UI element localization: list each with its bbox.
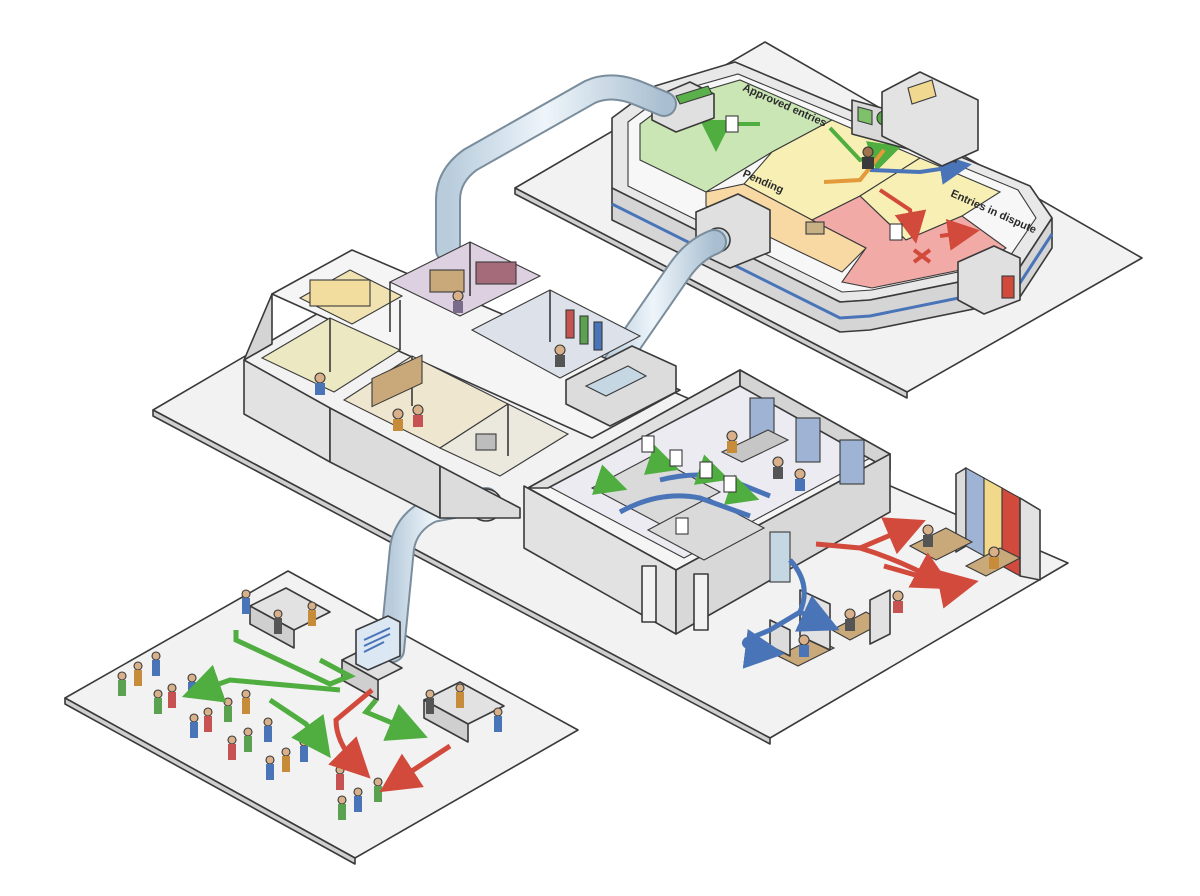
- person-icon: [151, 651, 161, 661]
- document-icon: [675, 517, 689, 535]
- room-grey: [438, 403, 570, 477]
- person-icon: [726, 430, 738, 442]
- person-icon: [335, 765, 345, 775]
- person-icon: [223, 697, 233, 707]
- flow-arrow-queue-red: [328, 688, 374, 779]
- document-icon: [889, 223, 903, 241]
- document-icon: [699, 461, 713, 479]
- person-icon: [153, 689, 163, 699]
- person-icon: [273, 609, 283, 619]
- document-icon: [723, 475, 737, 493]
- document-icon: [669, 449, 683, 467]
- person-icon: [988, 546, 1000, 558]
- flow-arrow-pending: [823, 148, 886, 184]
- room-blue: [470, 289, 642, 379]
- door-icon: [1001, 275, 1015, 299]
- person-icon: [189, 713, 199, 723]
- person-icon: [337, 795, 347, 805]
- person-icon: [241, 589, 251, 599]
- person-icon: [167, 683, 177, 693]
- person-icon: [922, 524, 934, 536]
- flow-arrow-approve: [700, 120, 760, 152]
- flow-arrow-escalate: [869, 153, 972, 185]
- person-icon: [117, 671, 127, 681]
- person-icon: [227, 735, 237, 745]
- person-icon: [203, 707, 213, 717]
- person-icon: [452, 290, 464, 302]
- flow-arrow-queue-green: [233, 630, 356, 687]
- room-purple: [388, 241, 542, 317]
- person-icon: [794, 468, 806, 480]
- processing-area: [742, 467, 1041, 669]
- flow-arrow-dispute: [878, 188, 927, 244]
- office-block: [243, 241, 681, 519]
- person-icon: [892, 590, 904, 602]
- person-icon: [187, 673, 197, 683]
- person-icon: [243, 727, 253, 737]
- person-icon: [798, 634, 810, 646]
- person-icon: [425, 689, 435, 699]
- person-icon: [307, 601, 317, 611]
- person-icon: [455, 683, 465, 693]
- person-icon: [241, 689, 251, 699]
- person-icon: [392, 408, 404, 420]
- person-icon: [133, 661, 143, 671]
- flow-arrow-blue-branch: [742, 558, 807, 669]
- document-icon: [641, 435, 655, 453]
- person-icon: [844, 608, 856, 620]
- person-icon: [554, 344, 566, 356]
- person-icon: [373, 777, 383, 787]
- person-icon: [314, 372, 326, 384]
- document-icon: [725, 115, 739, 133]
- person-icon: [772, 456, 784, 468]
- person-icon: [862, 146, 874, 158]
- person-icon: [263, 717, 273, 727]
- person-icon: [265, 755, 275, 765]
- person-icon: [281, 747, 291, 757]
- monitor-icon: [907, 79, 937, 105]
- x-mark-icon: [912, 248, 932, 264]
- person-icon: [412, 404, 424, 416]
- reception-area: [117, 587, 505, 820]
- sorting-hall: [523, 369, 891, 635]
- person-icon: [353, 787, 363, 797]
- person-icon: [493, 707, 503, 717]
- person-icon: [299, 737, 309, 747]
